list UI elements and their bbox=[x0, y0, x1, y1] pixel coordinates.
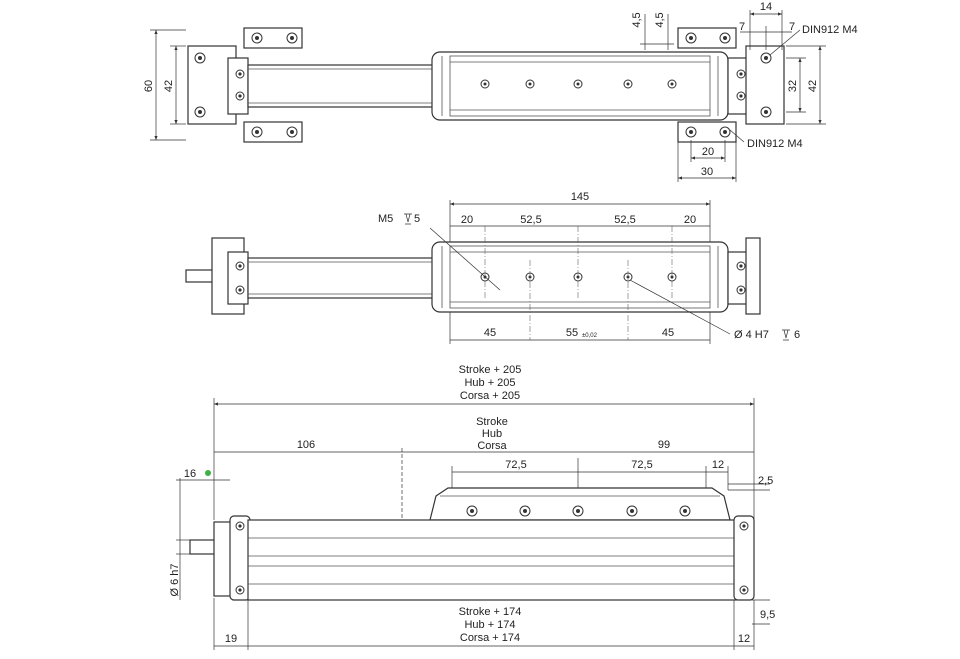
dim-99: 99 bbox=[658, 439, 670, 451]
carriage-plate bbox=[449, 55, 711, 117]
stroke-body-de: Hub + 174 bbox=[464, 619, 515, 631]
dim-145: 145 bbox=[571, 191, 589, 203]
dim-30: 30 bbox=[701, 166, 713, 178]
top-view: 60 42 4,5 4,5 14 7 7 DIN912 M4 32 42 DIN bbox=[143, 1, 858, 182]
middle-view: 145 20 52,5 52,5 20 M5 5 45 55 ±0,02 45 … bbox=[185, 191, 800, 344]
dim-55-tolerance: ±0,02 bbox=[582, 333, 598, 339]
right-end-cap-middle bbox=[727, 251, 749, 305]
dim-14: 14 bbox=[760, 1, 772, 13]
right-end-cap bbox=[727, 57, 749, 115]
pin-hole-label: Ø 4 H7 bbox=[734, 329, 769, 341]
dim-19: 19 bbox=[225, 633, 237, 645]
stroke-total-it: Corsa + 205 bbox=[460, 390, 520, 402]
stroke-body-it: Corsa + 174 bbox=[460, 632, 520, 644]
carriage-screws-side bbox=[466, 505, 691, 517]
dim-32: 32 bbox=[787, 80, 799, 92]
dim-4-5-b: 4,5 bbox=[654, 12, 666, 27]
carriage-holes bbox=[480, 79, 677, 89]
dim-20: 20 bbox=[702, 146, 714, 158]
screw-icons bbox=[194, 32, 772, 138]
rail-body-side bbox=[247, 519, 737, 601]
dim-55: 55 bbox=[566, 327, 578, 339]
dim-20-right: 20 bbox=[684, 214, 696, 226]
dim-45-left: 45 bbox=[484, 327, 496, 339]
drive-shaft bbox=[185, 269, 215, 283]
dim-72-5-a: 72,5 bbox=[505, 459, 526, 471]
stroke-en: Stroke bbox=[476, 416, 508, 428]
left-end-cap bbox=[227, 57, 249, 115]
depth-icon bbox=[404, 213, 412, 225]
dim-9-5: 9,5 bbox=[760, 609, 775, 621]
right-end-block-middle bbox=[745, 237, 761, 315]
stroke-body-en: Stroke + 174 bbox=[459, 606, 522, 618]
dim-52-5-b: 52,5 bbox=[614, 214, 635, 226]
end-screws-side bbox=[235, 521, 749, 595]
right-end-cap-side bbox=[733, 515, 755, 601]
stroke-it: Corsa bbox=[477, 440, 507, 452]
dim-4-5-a: 4,5 bbox=[631, 12, 643, 27]
screw-label-bottom: DIN912 M4 bbox=[747, 138, 803, 150]
dim-16: 16 bbox=[184, 468, 196, 480]
stroke-total-de: Hub + 205 bbox=[464, 377, 515, 389]
marker-dot bbox=[205, 470, 211, 476]
thread-label: M5 bbox=[378, 213, 393, 225]
stroke-de: Hub bbox=[482, 428, 502, 440]
thread-depth: 5 bbox=[414, 213, 420, 225]
dim-42-right: 42 bbox=[807, 80, 819, 92]
rail-body-middle bbox=[247, 257, 435, 299]
stroke-total-en: Stroke + 205 bbox=[459, 364, 522, 376]
rail-body bbox=[247, 64, 435, 108]
side-view: Stroke + 205 Hub + 205 Corsa + 205 Strok… bbox=[169, 364, 775, 650]
dim-12-bottom: 12 bbox=[738, 633, 750, 645]
motor-end-side bbox=[213, 521, 233, 597]
dim-12-top: 12 bbox=[712, 459, 724, 471]
pin-hole-depth: 6 bbox=[794, 329, 800, 341]
shaft-label: Ø 6 h7 bbox=[169, 563, 181, 596]
dim-7-a: 7 bbox=[739, 21, 745, 33]
screw-label-top: DIN912 M4 bbox=[802, 24, 858, 36]
dim-7-b: 7 bbox=[789, 21, 795, 33]
dim-20-left: 20 bbox=[461, 214, 473, 226]
dim-72-5-b: 72,5 bbox=[631, 459, 652, 471]
motor-end-cap bbox=[227, 251, 249, 305]
drive-shaft-side bbox=[189, 539, 217, 555]
dim-106: 106 bbox=[297, 439, 315, 451]
dim-52-5-a: 52,5 bbox=[520, 214, 541, 226]
dim-42-left: 42 bbox=[163, 80, 175, 92]
dim-60: 60 bbox=[143, 80, 155, 92]
dim-2-5: 2,5 bbox=[758, 475, 773, 487]
dim-45-right: 45 bbox=[662, 327, 674, 339]
pin-depth-icon bbox=[782, 329, 790, 341]
end-screw-icons bbox=[235, 261, 746, 295]
